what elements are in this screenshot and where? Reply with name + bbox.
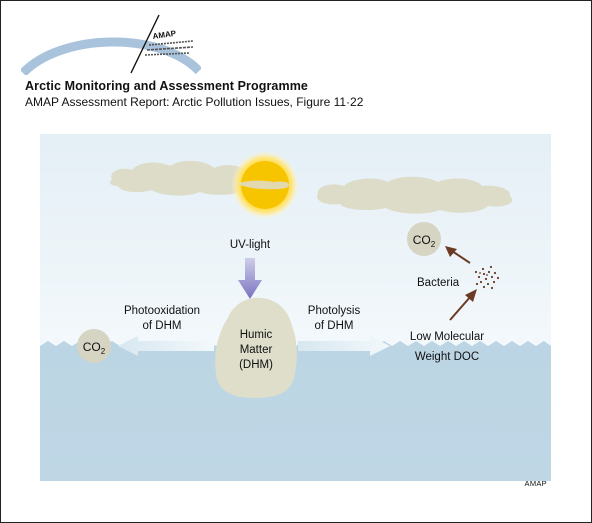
- cloud-icon: [317, 176, 513, 214]
- humic-matter-blob: [215, 297, 297, 398]
- bacteria-label: Bacteria: [417, 277, 460, 289]
- page-title: Arctic Monitoring and Assessment Program…: [25, 79, 308, 93]
- uv-label: UV-light: [230, 239, 271, 251]
- amap-logo-icon: AMAP: [21, 14, 201, 75]
- photolysis-label-line1: Photolysis: [308, 305, 361, 317]
- doc-label-line2: Weight DOC: [415, 351, 479, 363]
- photolysis-arrow: [298, 336, 390, 356]
- humic-matter-diagram: UV-light Humic Matter (DHM) Photooxidati…: [40, 134, 551, 481]
- humic-label-line2: Matter: [240, 344, 273, 356]
- humic-label-line3: (DHM): [239, 359, 273, 371]
- doc-to-bacteria-arrow: [449, 289, 477, 321]
- bacteria-to-co2-arrow: [445, 246, 471, 264]
- uv-arrow: [238, 258, 262, 299]
- humic-label-line1: Humic: [240, 329, 273, 341]
- co2-left-label: CO2: [83, 340, 106, 356]
- photooxidation-label-line2: of DHM: [143, 320, 182, 332]
- photolysis-label-line2: of DHM: [315, 320, 354, 332]
- bacteria-icon: [474, 265, 500, 290]
- photooxidation-arrow: [118, 336, 214, 356]
- credit-label: AMAP: [524, 479, 547, 488]
- co2-bubble-left: [77, 329, 111, 363]
- logo-text: AMAP: [152, 29, 177, 41]
- sun-icon: [231, 151, 299, 219]
- co2-bubble-right: [407, 222, 441, 256]
- sky-background: [40, 134, 551, 346]
- co2-right-label: CO2: [413, 233, 436, 249]
- photooxidation-label-line1: Photooxidation: [124, 305, 200, 317]
- page-subtitle: AMAP Assessment Report: Arctic Pollution…: [25, 95, 364, 109]
- water-body: [40, 341, 551, 481]
- doc-label-line1: Low Molecular: [410, 331, 484, 343]
